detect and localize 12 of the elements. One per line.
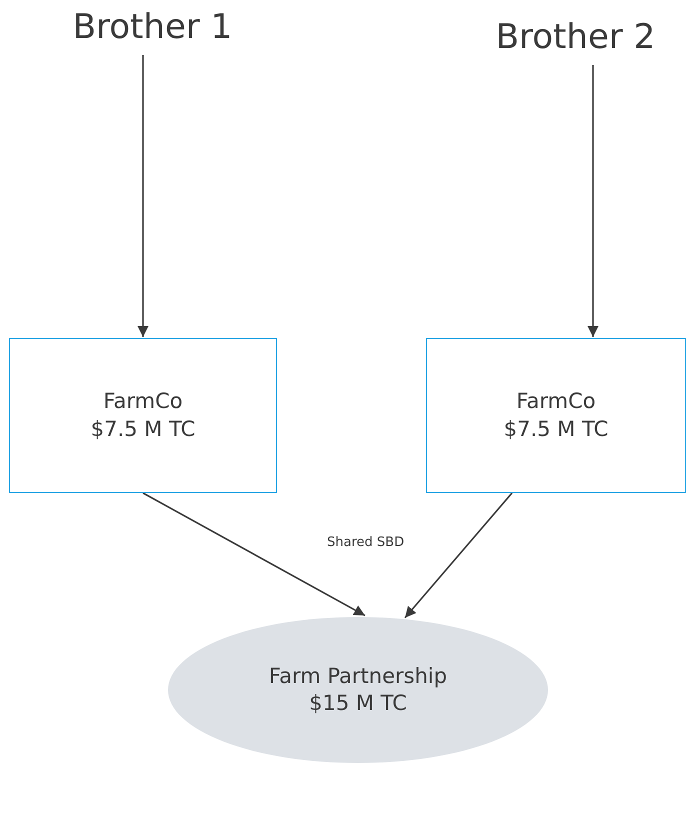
arrow	[142, 492, 366, 616]
person-label: Brother 1	[72, 7, 232, 47]
arrow	[588, 65, 598, 337]
node-text: Farm Partnership $15 M TC	[268, 662, 448, 717]
company-box	[426, 338, 686, 493]
company-box	[9, 338, 277, 493]
node-text: FarmCo $7.5 M TC	[502, 388, 610, 442]
note-label: Shared SBD	[327, 535, 404, 550]
arrow	[404, 492, 513, 618]
person-label: Brother 2	[496, 17, 656, 57]
arrow	[138, 55, 148, 337]
node-text: FarmCo $7.5 M TC	[90, 388, 196, 442]
